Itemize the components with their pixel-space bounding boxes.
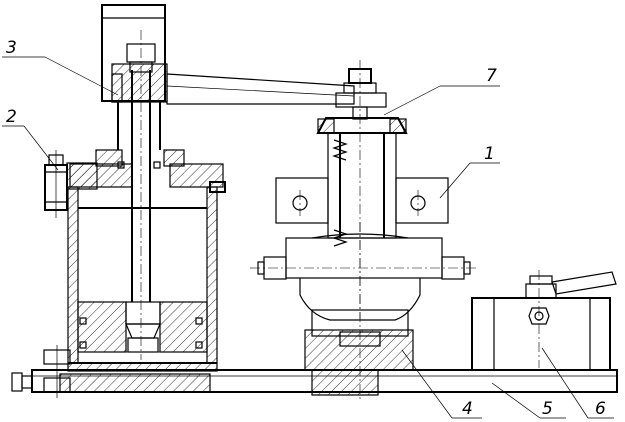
callout-7: 7 xyxy=(486,66,497,86)
support-block xyxy=(304,309,414,371)
callout-5: 5 xyxy=(542,399,553,419)
leader-lines xyxy=(2,56,614,419)
callout-4: 4 xyxy=(462,399,473,419)
hydraulic-cylinder xyxy=(11,149,226,398)
callout-2: 2 xyxy=(6,107,17,127)
lever-arm xyxy=(111,63,355,105)
right-valve-block xyxy=(471,270,617,371)
tested-device xyxy=(250,117,478,321)
callout-6: 6 xyxy=(595,399,606,419)
base-plate xyxy=(31,369,618,396)
callout-1: 1 xyxy=(484,144,495,164)
callout-labels: 3 2 7 1 4 5 6 xyxy=(6,38,606,419)
callout-3: 3 xyxy=(6,38,17,58)
